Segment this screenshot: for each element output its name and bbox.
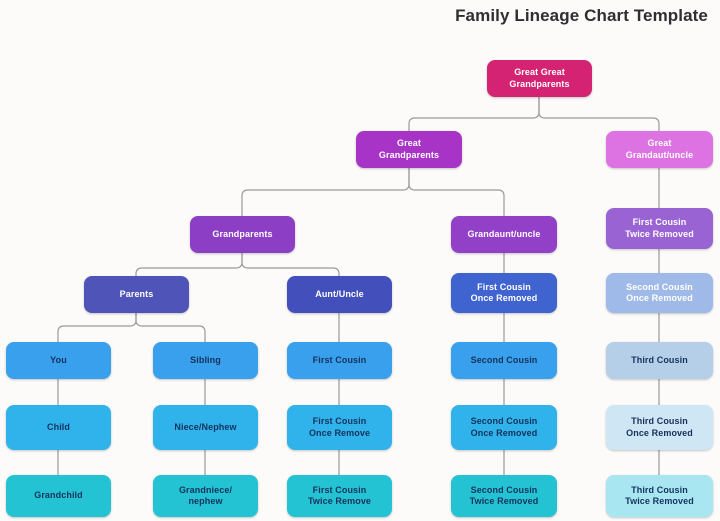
- node-parents[interactable]: Parents: [84, 276, 189, 313]
- node-second-cousin-twice-removed[interactable]: Second Cousin Twice Removed: [451, 475, 557, 517]
- node-grandparents[interactable]: Grandparents: [190, 216, 295, 253]
- node-third-cousin[interactable]: Third Cousin: [606, 342, 713, 379]
- node-grandchild[interactable]: Grandchild: [6, 475, 111, 517]
- node-second-cousin[interactable]: Second Cousin: [451, 342, 557, 379]
- node-second-cousin-once-removed[interactable]: Second Cousin Once Removed: [451, 405, 557, 450]
- node-great-great-grandparents[interactable]: Great Great Grandparents: [487, 60, 592, 97]
- node-child[interactable]: Child: [6, 405, 111, 450]
- node-sibling[interactable]: Sibling: [153, 342, 258, 379]
- node-great-grandparents[interactable]: Great Grandparents: [356, 131, 462, 168]
- node-third-cousin-twice-removed[interactable]: Third Cousin Twice Removed: [606, 475, 713, 517]
- node-great-grandaunt-uncle[interactable]: Great Grandaut/uncle: [606, 131, 713, 168]
- node-grandniece-nephew[interactable]: Grandniece/ nephew: [153, 475, 258, 517]
- node-aunt-uncle[interactable]: Aunt/Uncle: [287, 276, 392, 313]
- node-first-cousin[interactable]: First Cousin: [287, 342, 392, 379]
- node-first-cousin-once-remove[interactable]: First Cousin Once Remove: [287, 405, 392, 450]
- node-you[interactable]: You: [6, 342, 111, 379]
- page-title: Family Lineage Chart Template: [455, 6, 708, 25]
- node-first-cousin-twice-removed[interactable]: First Cousin Twice Removed: [606, 208, 713, 249]
- node-third-cousin-once-removed[interactable]: Third Cousin Once Removed: [606, 405, 713, 450]
- node-niece-nephew[interactable]: Niece/Nephew: [153, 405, 258, 450]
- node-first-cousin-twice-remove[interactable]: First Cousin Twice Remove: [287, 475, 392, 517]
- node-second-cousin-once-removed-upper[interactable]: Second Cousin Once Removed: [606, 273, 713, 313]
- node-first-cousin-once-removed-upper[interactable]: First Cousin Once Removed: [451, 273, 557, 313]
- node-grandaunt-uncle[interactable]: Grandaunt/uncle: [451, 216, 557, 253]
